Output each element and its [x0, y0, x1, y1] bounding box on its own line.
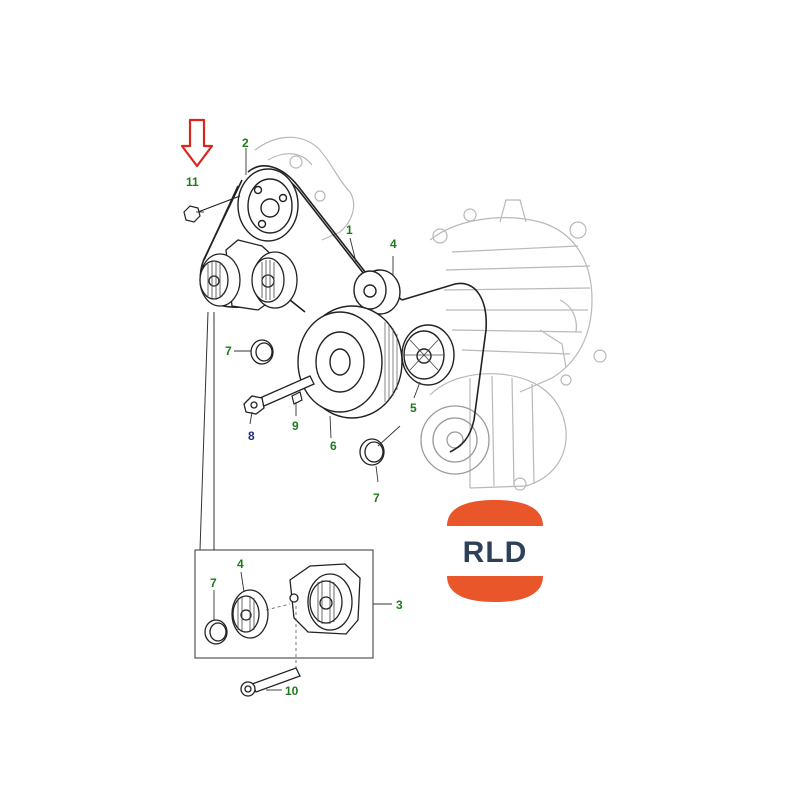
- tensioner-bolt-10: [240, 667, 301, 697]
- down-arrow-icon: [180, 118, 214, 168]
- callout-9: 9: [292, 419, 299, 433]
- upper-pulley: [237, 168, 299, 242]
- rld-logo: RLD: [447, 500, 543, 602]
- crankshaft-pulley: [297, 305, 403, 419]
- ghost-background-components: [254, 136, 607, 491]
- idler-pulley-lower-spokes: [404, 339, 444, 371]
- callout-11: 11: [186, 175, 199, 189]
- callout-8: 8: [248, 429, 255, 443]
- callout-7-inset: 7: [210, 576, 217, 590]
- tensioner-assembly: [199, 239, 298, 311]
- woodruff-key: [291, 391, 303, 405]
- leader-lines: [196, 148, 421, 691]
- callout-2: 2: [242, 136, 249, 150]
- callout-5: 5: [410, 401, 417, 415]
- callout-7-bottom: 7: [373, 491, 380, 505]
- callout-3: 3: [396, 598, 403, 612]
- callout-7-left: 7: [225, 344, 232, 358]
- inset-pulley-ribs: [237, 580, 335, 632]
- callout-10: 10: [285, 684, 299, 698]
- inset-tensioner: [204, 563, 361, 645]
- crankshaft-pulley-ribs: [384, 322, 398, 402]
- dust-cap-bottom: [359, 438, 385, 466]
- callout-1: 1: [346, 223, 353, 237]
- inset-dashed-axis: [265, 603, 297, 668]
- bolt-11: [183, 195, 241, 223]
- rld-logo-text: RLD: [463, 536, 528, 569]
- callout-4-top: 4: [390, 237, 397, 251]
- callout-4-inset: 4: [237, 557, 244, 571]
- compressor-pulley: [420, 405, 490, 475]
- callout-6: 6: [330, 439, 337, 453]
- dust-cap-left: [250, 339, 274, 365]
- tensioner-rib-lines: [207, 260, 275, 300]
- crank-bolt: [243, 375, 315, 415]
